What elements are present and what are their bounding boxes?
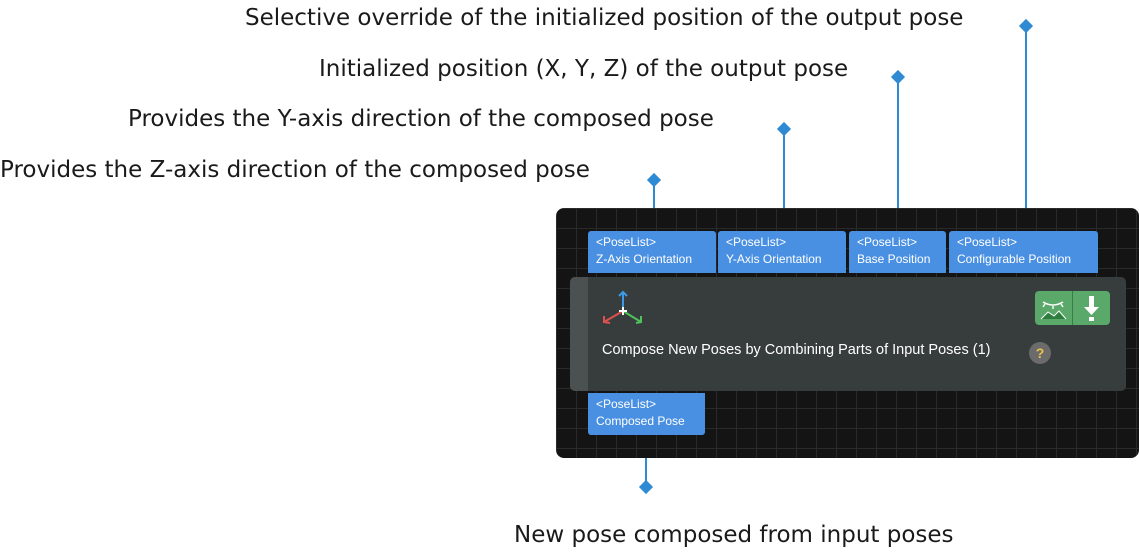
node-action-buttons bbox=[1035, 291, 1110, 325]
callout-y-axis: Provides the Y-axis direction of the com… bbox=[128, 106, 714, 132]
port-type: <PoseList> bbox=[726, 235, 787, 249]
callout-z-axis: Provides the Z-axis direction of the com… bbox=[0, 157, 590, 183]
help-icon[interactable]: ? bbox=[1029, 342, 1051, 364]
port-label: Z-Axis Orientation bbox=[596, 252, 693, 266]
callout-initialized-position: Initialized position (X, Y, Z) of the ou… bbox=[319, 56, 849, 82]
port-label: Configurable Position bbox=[957, 252, 1072, 266]
diamond-marker-base-position bbox=[890, 69, 906, 85]
leader-line-z-axis-orientation bbox=[653, 180, 655, 232]
leader-line-configurable-position bbox=[1025, 26, 1027, 232]
leader-line-composed-pose bbox=[645, 433, 647, 487]
port-type: <PoseList> bbox=[596, 235, 657, 249]
port-type: <PoseList> bbox=[957, 235, 1018, 249]
input-port-base-position[interactable]: <PoseList> Base Position bbox=[849, 231, 946, 273]
diamond-marker-y-axis-orientation bbox=[776, 121, 792, 137]
diamond-marker-composed-pose bbox=[638, 479, 654, 495]
port-label: Base Position bbox=[857, 252, 931, 266]
leader-line-y-axis-orientation bbox=[783, 129, 785, 232]
diamond-marker-configurable-position bbox=[1018, 18, 1034, 34]
port-type: <PoseList> bbox=[596, 397, 657, 411]
visualize-button[interactable] bbox=[1035, 291, 1072, 325]
node-title: Compose New Poses by Combining Parts of … bbox=[602, 342, 991, 358]
diamond-marker-z-axis-orientation bbox=[646, 172, 662, 188]
node-side-strip bbox=[570, 277, 588, 391]
port-type: <PoseList> bbox=[857, 235, 918, 249]
port-label: Composed Pose bbox=[596, 414, 685, 428]
port-label: Y-Axis Orientation bbox=[726, 252, 822, 266]
save-output-button[interactable] bbox=[1072, 291, 1110, 325]
callout-selective-override: Selective override of the initialized po… bbox=[245, 5, 964, 31]
input-port-z-axis-orientation[interactable]: <PoseList> Z-Axis Orientation bbox=[588, 231, 716, 273]
leader-line-base-position bbox=[897, 77, 899, 232]
download-icon bbox=[1084, 296, 1099, 321]
axis-icon bbox=[603, 290, 642, 324]
visualize-icon bbox=[1040, 301, 1067, 320]
callout-output: New pose composed from input poses bbox=[514, 522, 954, 548]
input-port-y-axis-orientation[interactable]: <PoseList> Y-Axis Orientation bbox=[718, 231, 846, 273]
step-node[interactable]: Compose New Poses by Combining Parts of … bbox=[570, 277, 1126, 391]
output-port-composed-pose[interactable]: <PoseList> Composed Pose bbox=[588, 393, 705, 435]
input-port-configurable-position[interactable]: <PoseList> Configurable Position bbox=[949, 231, 1098, 273]
